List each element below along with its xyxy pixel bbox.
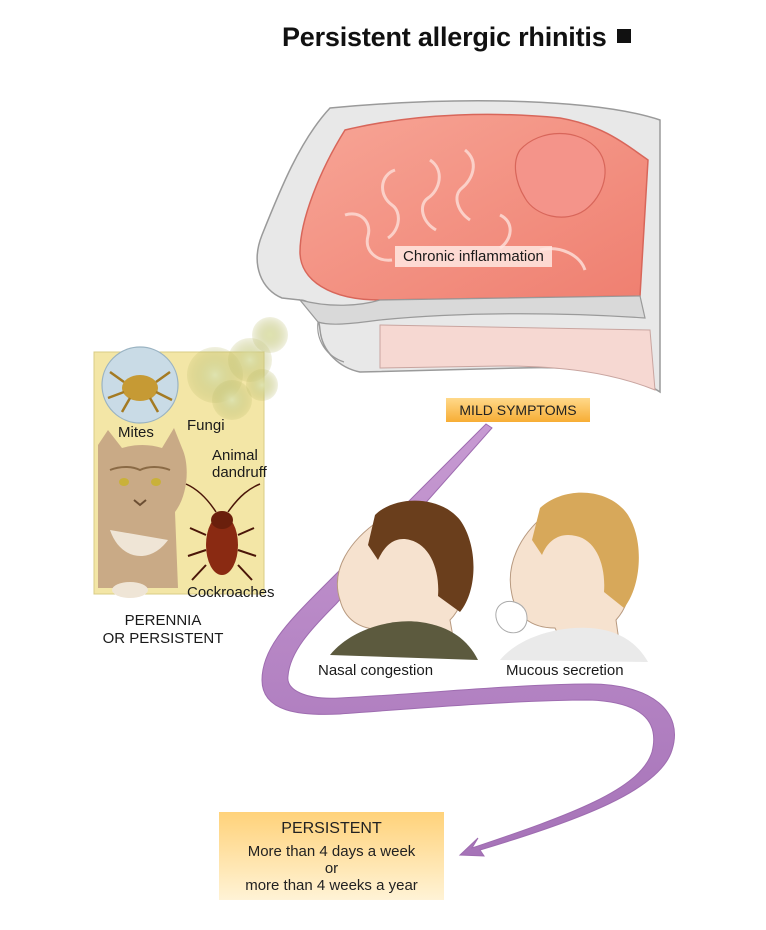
label-chronic-inflammation: Chronic inflammation — [395, 246, 552, 267]
nasal-mucosa — [299, 113, 649, 301]
woman-mucous-secretion-illustration — [495, 492, 648, 662]
label-mites: Mites — [118, 424, 154, 441]
label-nasal-congestion: Nasal congestion — [318, 662, 434, 679]
palate-bone — [298, 295, 646, 325]
label-animal-dandruff-line2: dandruff — [212, 464, 267, 481]
label-fungi: Fungi — [187, 417, 225, 434]
woman-nasal-congestion-illustration — [330, 500, 478, 660]
sinus-chamber — [514, 132, 606, 218]
persistent-heading: PERSISTENT — [281, 820, 382, 837]
label-perennia-line1: PERENNIA — [124, 612, 202, 629]
persistent-line-2: or — [324, 860, 339, 877]
page-title: Persistent allergic rhinitis — [282, 22, 752, 53]
persistent-line-1: More than 4 days a week — [247, 843, 416, 860]
label-animal-dandruff: Animal dandruff — [212, 447, 267, 481]
persistent-definition-box: PERSISTENT More than 4 days a week or mo… — [219, 812, 444, 900]
mite-icon — [101, 346, 179, 424]
cockroach-icon — [185, 483, 261, 581]
allergens-panel — [93, 317, 288, 598]
label-perennia: PERENNIA OR PERSISTENT — [98, 612, 228, 648]
nasal-cavity-illustration — [256, 100, 661, 394]
label-animal-dandruff-line1: Animal — [212, 447, 258, 464]
label-perennia-line2: OR PERSISTENT — [102, 630, 224, 647]
fungi-cloud — [187, 317, 288, 420]
title-square-icon — [616, 29, 631, 43]
persistent-line-3: more than 4 weeks a year — [245, 877, 418, 894]
label-cockroaches: Cockroaches — [187, 584, 275, 601]
cat-icon — [98, 428, 187, 598]
mild-symptoms-box: MILD SYMPTOMS — [446, 398, 590, 422]
label-mucous-secretion: Mucous secretion — [506, 662, 624, 679]
flow-arrow — [261, 423, 675, 857]
